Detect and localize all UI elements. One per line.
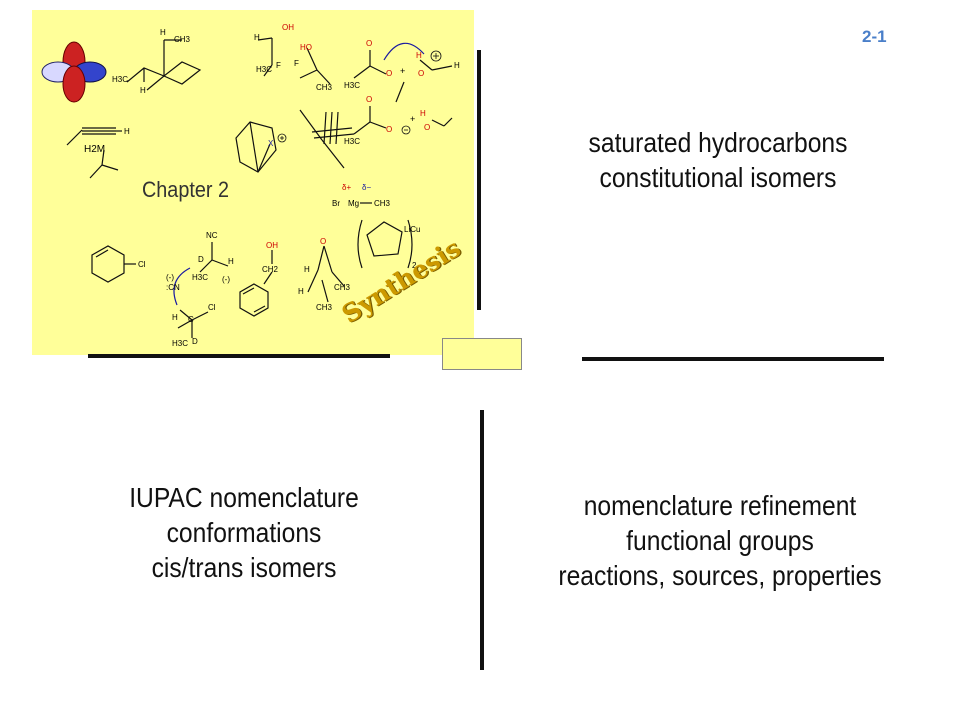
chapter-image-panel [32, 10, 474, 355]
center-box [442, 338, 522, 370]
chem-label-h3c: H3C [192, 273, 208, 282]
quadrant-top-right: saturated hydrocarbons constitutional is… [518, 125, 918, 195]
chem-label-delta-minus: δ− [362, 183, 371, 192]
chem-label-f: F [294, 59, 299, 68]
chem-label-cn: :CN [166, 283, 180, 292]
chem-label-o: O [424, 123, 430, 132]
chem-label-oh: OH [282, 23, 294, 32]
chem-label-cl: Cl [138, 260, 146, 269]
chem-label-ch3: CH3 [334, 283, 351, 292]
chem-label-plus: + [410, 114, 415, 124]
topic-line: constitutional isomers [599, 162, 837, 193]
topic-line: nomenclature refinement [583, 490, 857, 521]
chem-label-c: C [188, 315, 194, 324]
topic-line: conformations [166, 517, 322, 548]
chem-label-h3c: H3C [256, 65, 272, 74]
topic-line: reactions, sources, properties [558, 560, 882, 591]
orbital-icon [41, 41, 107, 103]
chem-label-oh: OH [266, 241, 278, 250]
chem-label-mg: Mg [348, 199, 359, 208]
divider-horizontal-right [582, 357, 884, 361]
chemistry-structures-illustration: H CH3 H3C H OH H H3C F HO F CH3 O H3C O … [41, 23, 460, 348]
chem-label-h: H [172, 313, 178, 322]
chem-label-h: H [304, 265, 310, 274]
quadrant-bottom-left: IUPAC nomenclature conformations cis/tra… [44, 480, 444, 585]
divider-vertical-top [477, 50, 481, 310]
topic-line: IUPAC nomenclature [129, 482, 359, 513]
chem-label-f: F [276, 61, 281, 70]
divider-vertical-bottom [480, 410, 484, 670]
topic-line: functional groups [626, 525, 814, 556]
chem-label-o: O [366, 39, 372, 48]
chem-label-h3c: H3C [112, 75, 128, 84]
chem-label-o: O [320, 237, 326, 246]
chem-label-nc: NC [206, 231, 218, 240]
chem-label-licu: LiCu [404, 225, 420, 234]
chem-label-o: O [386, 69, 392, 78]
chem-label-charge-neg: (-) [222, 275, 230, 284]
chem-label-charge-neg: (-) [166, 273, 174, 282]
chem-label-d: D [192, 337, 198, 346]
chem-label-br: Br [332, 199, 340, 208]
chem-label-o: O [386, 125, 392, 134]
chapter-label: Chapter 2 [142, 177, 229, 202]
chem-label-o: O [366, 95, 372, 104]
chem-label-cl: Cl [208, 303, 216, 312]
chem-label-h: H [254, 33, 260, 42]
divider-horizontal-left [88, 354, 390, 358]
chem-label-h: H [160, 28, 166, 37]
chem-label-h: H [228, 257, 234, 266]
chem-label-h2m: H2M [84, 144, 105, 155]
chem-label-delta-plus: δ+ [342, 183, 351, 192]
chem-label-h: H [420, 109, 426, 118]
quadrant-bottom-right: nomenclature refinement functional group… [510, 488, 930, 593]
chem-label-ch3: CH3 [316, 303, 333, 312]
chem-label-h: H [454, 61, 460, 70]
chem-label-h3c: H3C [172, 339, 188, 348]
topic-line: saturated hydrocarbons [588, 127, 848, 158]
chem-label-ch3: CH3 [174, 35, 191, 44]
chem-label-h: H [124, 127, 130, 136]
chem-label-two: 2 [412, 261, 417, 270]
chem-label-ho: HO [300, 43, 312, 52]
chem-label-ch3: CH3 [316, 83, 333, 92]
chem-label-ch2: CH2 [262, 265, 279, 274]
chem-label-ch3: CH3 [374, 199, 391, 208]
chem-label-x: X [268, 139, 274, 148]
chem-label-h: H [140, 86, 146, 95]
chem-label-h: H [416, 51, 422, 60]
topic-line: cis/trans isomers [151, 552, 337, 583]
chem-label-o: O [418, 69, 424, 78]
chem-label-h: H [298, 287, 304, 296]
chem-label-plus: + [400, 66, 405, 76]
chem-label-h3c: H3C [344, 137, 360, 146]
slide-number: 2-1 [862, 27, 887, 46]
chem-label-d: D [198, 255, 204, 264]
chem-label-h3c: H3C [344, 81, 360, 90]
